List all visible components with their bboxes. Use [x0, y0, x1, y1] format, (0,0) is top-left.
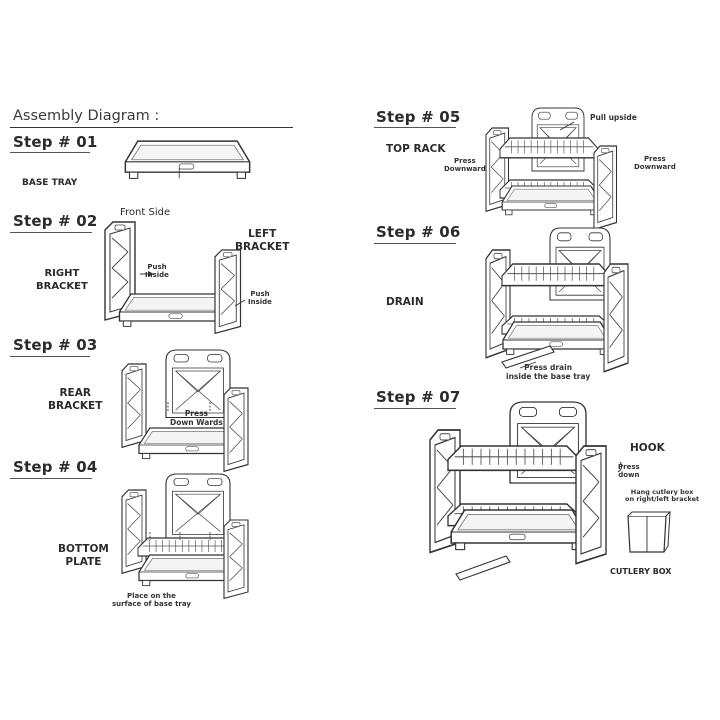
- step-06-heading: Step # 06: [376, 223, 461, 241]
- step-06-drain-illustration: [485, 227, 629, 373]
- pull-upside-label: Pull upside: [590, 113, 637, 122]
- step-03-heading: Step # 03: [13, 336, 98, 354]
- title-underline: [10, 127, 293, 128]
- press-down-wards-label: Press Down Wards: [170, 409, 223, 427]
- right-bracket-label: RIGHT BRACKET: [36, 268, 88, 292]
- press-downward-right-label: Press Downward: [634, 155, 676, 172]
- step-03-underline: [10, 356, 90, 357]
- step-01-heading: Step # 01: [13, 133, 98, 151]
- drain-label: DRAIN: [386, 296, 424, 308]
- press-down-label: Press down: [618, 463, 640, 480]
- front-side-label: Front Side: [120, 207, 171, 218]
- bottom-plate-label: BOTTOM PLATE: [58, 543, 109, 569]
- step-02-brackets-illustration: [104, 221, 250, 334]
- step-02-heading: Step # 02: [13, 212, 98, 230]
- hang-cutlery-label: Hang cutlery box on right/left bracket: [625, 488, 700, 504]
- step-01-base-tray-illustration: [124, 140, 251, 180]
- base-tray-label: BASE TRAY: [22, 178, 78, 188]
- push-inside-label-2: Push Inside: [248, 290, 272, 307]
- step-02-underline: [10, 232, 92, 233]
- step-05-heading: Step # 05: [376, 108, 461, 126]
- step-07-final-assembly-illustration: [429, 401, 620, 582]
- step-03-rear-bracket-illustration: [121, 349, 249, 472]
- diagram-title: Assembly Diagram :: [13, 108, 160, 124]
- step-04-bottom-plate-illustration: [121, 473, 249, 599]
- step-04-underline: [10, 478, 92, 479]
- cutlery-box-label: CUTLERY BOX: [610, 567, 672, 576]
- press-drain-label: Press drain inside the base tray: [506, 363, 591, 381]
- top-rack-label: TOP RACK: [386, 143, 446, 155]
- step-05-top-rack-illustration: [485, 107, 618, 230]
- step-07-heading: Step # 07: [376, 388, 461, 406]
- push-inside-label-1: Push Inside: [145, 263, 169, 280]
- step-07-underline: [374, 408, 456, 409]
- press-downward-left-label: Press Downward: [444, 157, 486, 174]
- left-bracket-label: LEFT BRACKET: [235, 228, 290, 254]
- hook-label: HOOK: [630, 442, 665, 454]
- step-01-underline: [10, 152, 90, 153]
- rear-bracket-label: REAR BRACKET: [48, 387, 103, 413]
- cutlery-box-illustration: [622, 510, 672, 555]
- place-on-surface-label: Place on the surface of base tray: [112, 592, 191, 609]
- step-04-heading: Step # 04: [13, 458, 98, 476]
- step-05-underline: [374, 127, 456, 128]
- step-06-underline: [374, 243, 456, 244]
